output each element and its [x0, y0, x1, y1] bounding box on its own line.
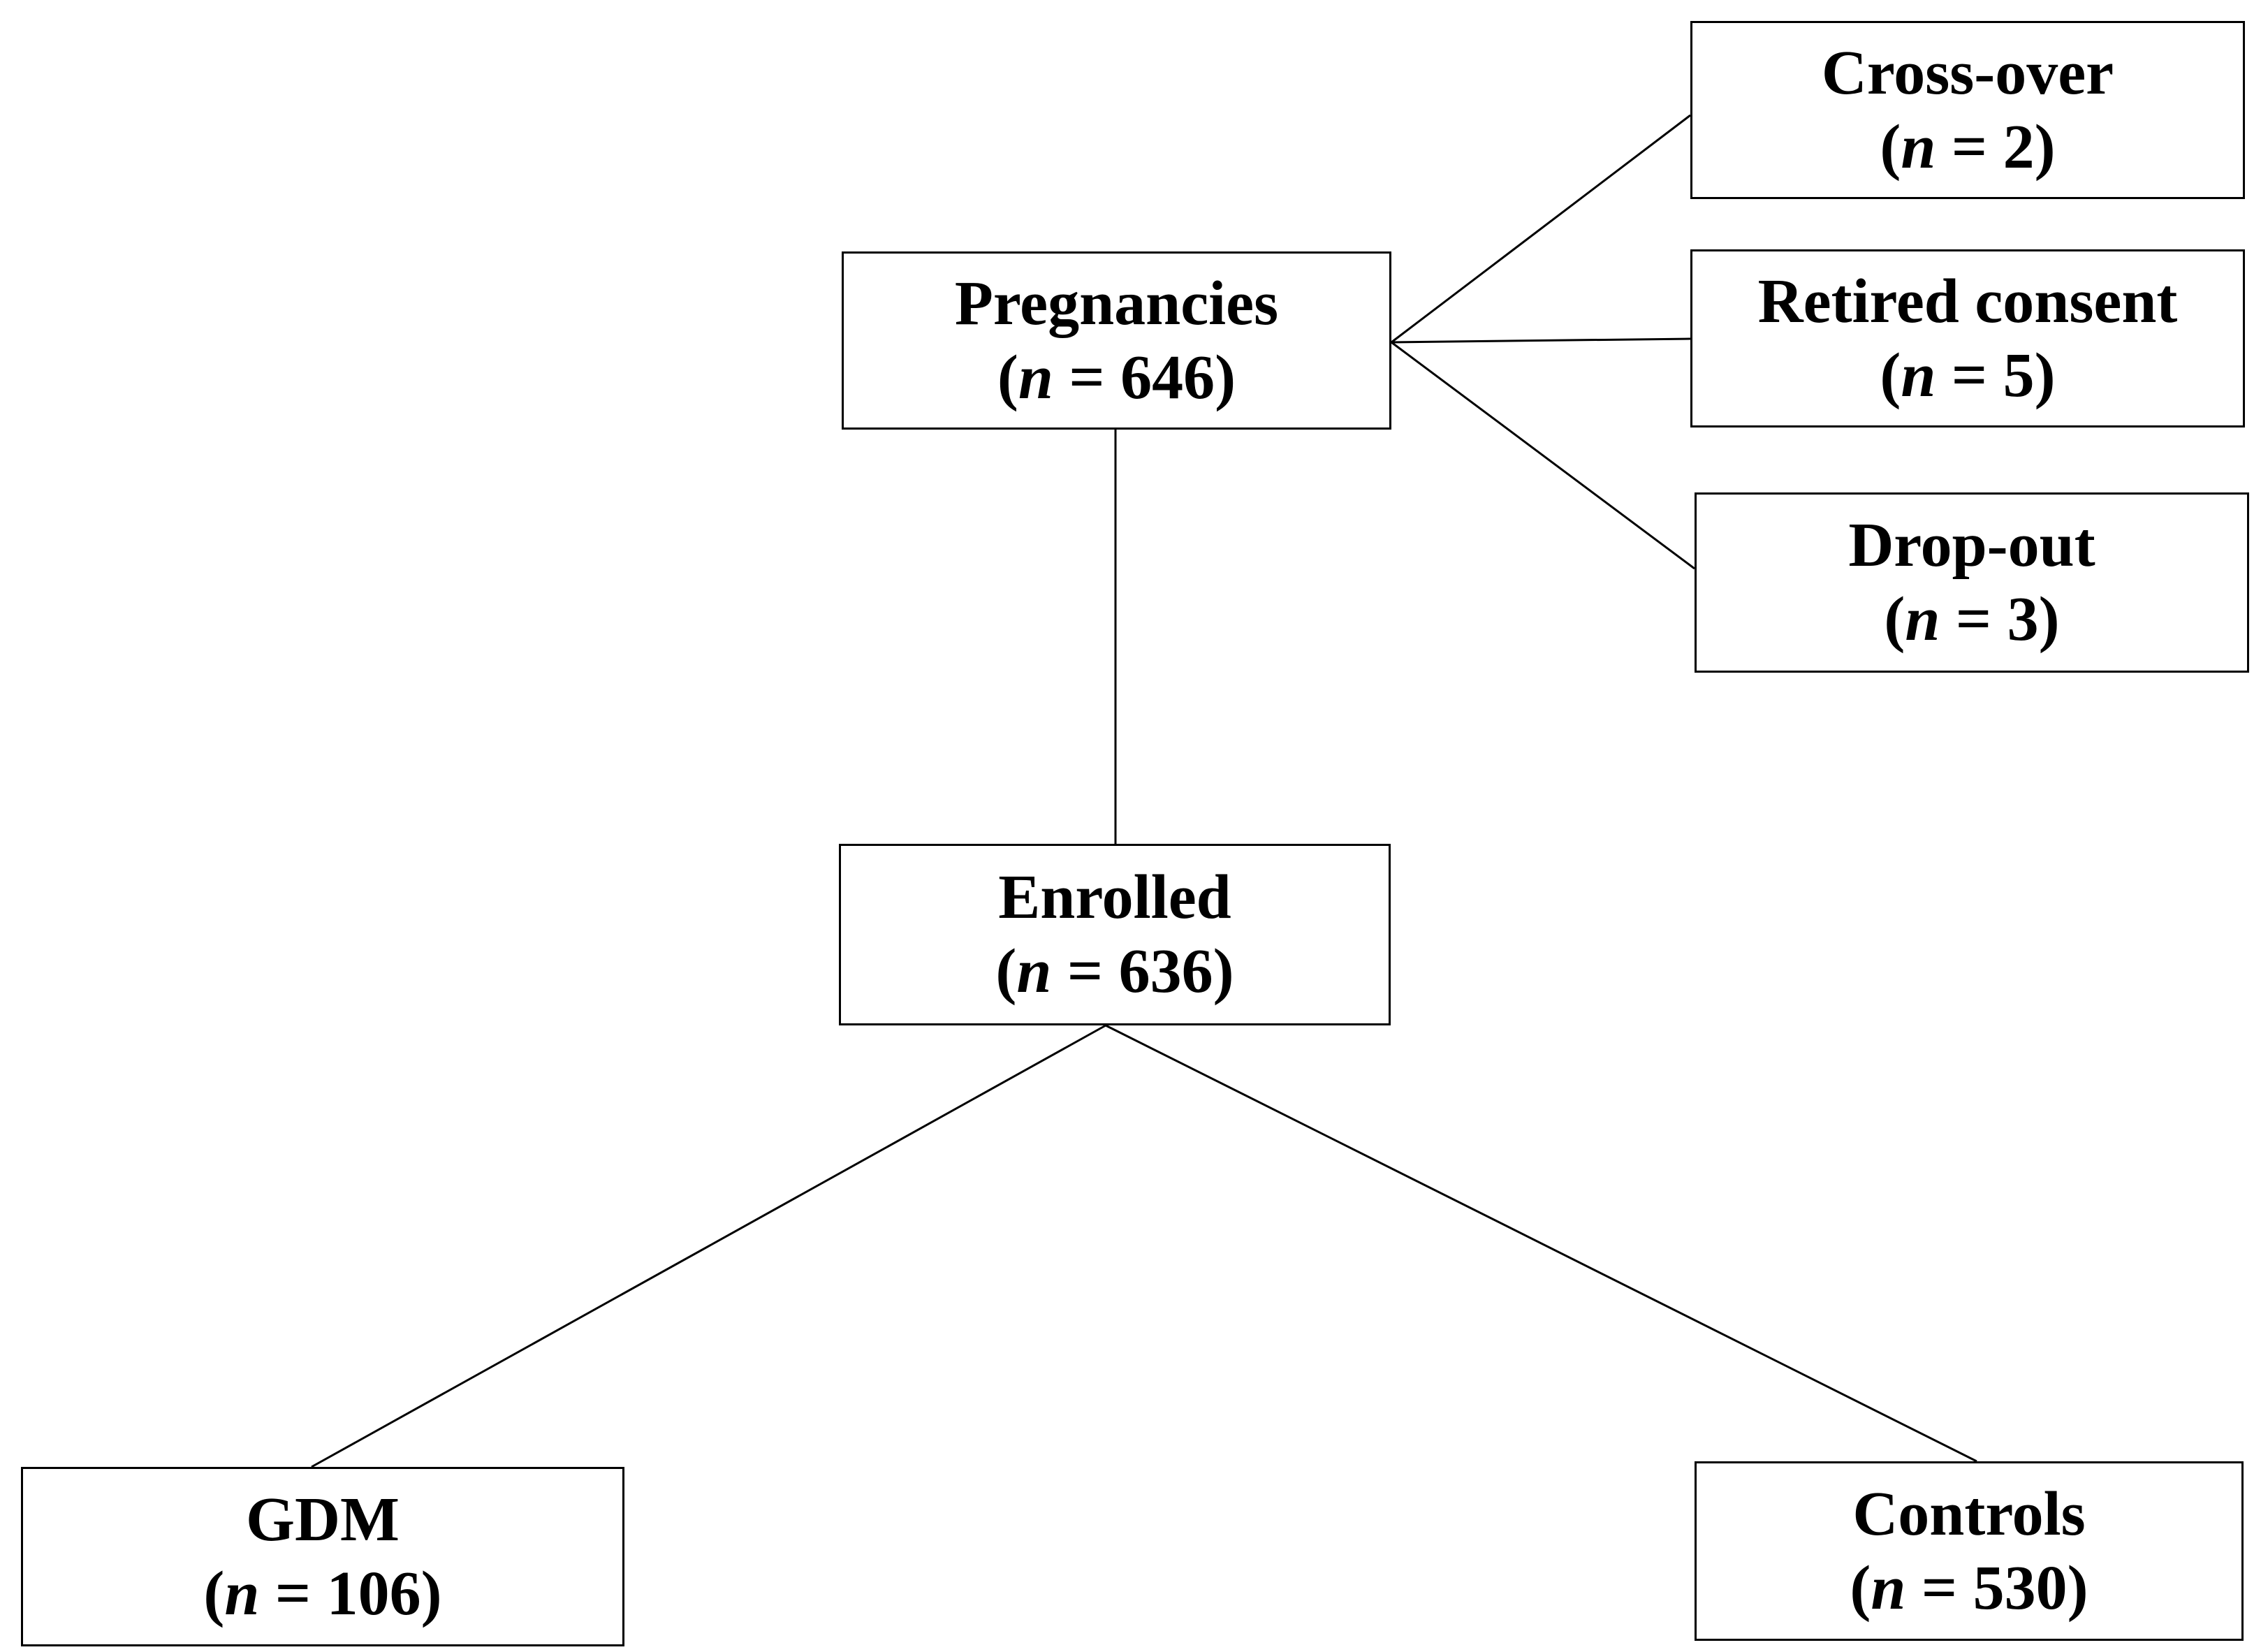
node-crossover-count: (n = 2): [1880, 112, 2056, 182]
node-crossover-count-value: = 2): [1951, 112, 2056, 182]
n-symbol: n: [1901, 340, 1936, 410]
node-gdm: GDM (n = 106): [21, 1467, 624, 1646]
node-dropout-label: Drop-out: [1848, 511, 2095, 580]
node-crossover-label: Cross-over: [1821, 38, 2114, 108]
edge-pregnancies-retired: [1391, 337, 1691, 344]
node-controls-count: (n = 530): [1850, 1553, 2088, 1623]
node-retired-consent-label: Retired consent: [1757, 266, 2178, 336]
node-crossover: Cross-over (n = 2): [1690, 21, 2245, 199]
node-pregnancies-count-value: = 646): [1069, 342, 1236, 412]
node-pregnancies-label: Pregnancies: [954, 268, 1279, 338]
edge-enrolled-controls: [1105, 1024, 1977, 1463]
n-symbol: n: [1016, 937, 1052, 1006]
node-controls-count-value: = 530): [1921, 1553, 2088, 1623]
node-pregnancies: Pregnancies (n = 646): [842, 251, 1391, 430]
node-controls: Controls (n = 530): [1695, 1461, 2244, 1641]
node-enrolled: Enrolled (n = 636): [839, 844, 1391, 1025]
node-retired-consent: Retired consent (n = 5): [1690, 249, 2245, 427]
edge-pregnancies-crossover: [1391, 114, 1691, 344]
n-symbol: n: [1905, 585, 1940, 654]
node-dropout-count-value: = 3): [1955, 585, 2060, 654]
node-enrolled-count-value: = 636): [1067, 937, 1234, 1006]
n-symbol: n: [1901, 112, 1936, 182]
n-symbol: n: [224, 1558, 260, 1628]
node-enrolled-label: Enrolled: [998, 863, 1231, 932]
edge-enrolled-gdm: [311, 1024, 1106, 1468]
node-retired-consent-count: (n = 5): [1880, 340, 2056, 410]
node-gdm-count-value: = 106): [275, 1558, 442, 1628]
edge-pregnancies-dropout: [1391, 341, 1695, 570]
node-dropout: Drop-out (n = 3): [1695, 492, 2249, 673]
node-enrolled-count: (n = 636): [995, 937, 1234, 1006]
node-gdm-label: GDM: [246, 1484, 400, 1554]
node-dropout-count: (n = 3): [1884, 585, 2060, 654]
n-symbol: n: [1871, 1553, 1906, 1623]
node-pregnancies-count: (n = 646): [997, 342, 1236, 412]
node-gdm-count: (n = 106): [203, 1558, 442, 1628]
node-controls-label: Controls: [1852, 1479, 2086, 1549]
n-symbol: n: [1018, 342, 1053, 412]
node-retired-consent-count-value: = 5): [1951, 340, 2056, 410]
